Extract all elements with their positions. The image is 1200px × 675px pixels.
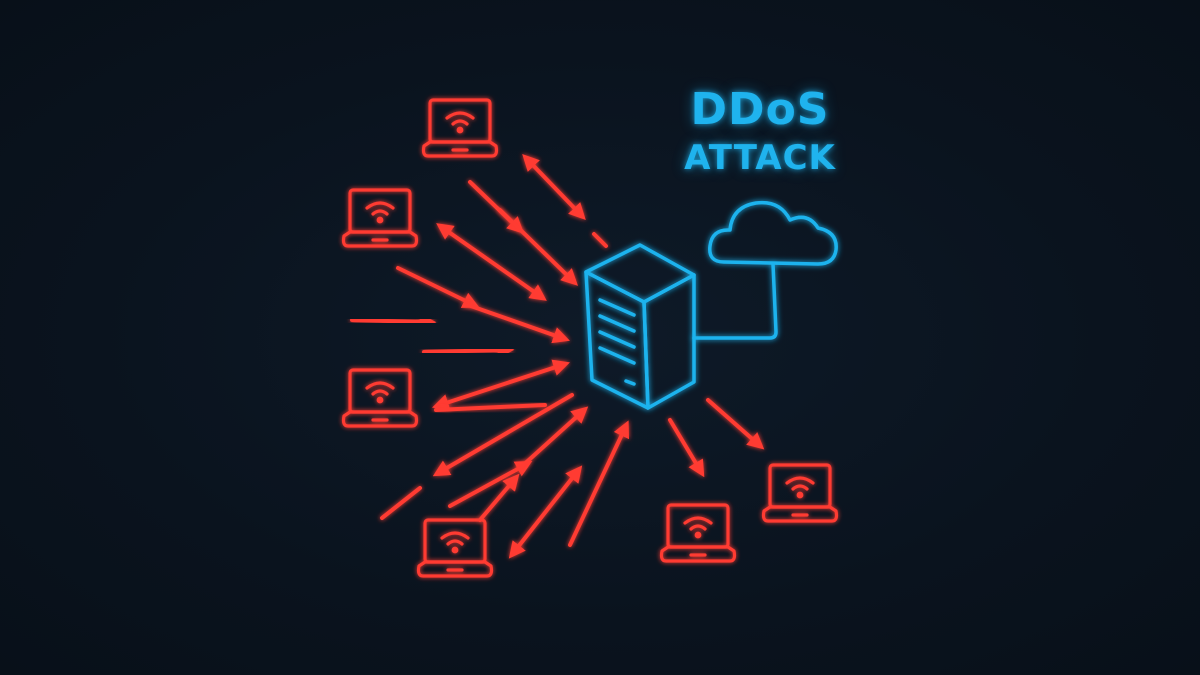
attack-arrow [466,303,570,344]
attack-arrow [396,266,480,308]
cloud-server-link [692,262,778,340]
server-icon [584,243,696,410]
attack-arrow [422,341,515,359]
laptop-wifi-icon [341,368,419,428]
attack-arrow [508,465,583,559]
laptop-wifi-icon [659,503,737,563]
attack-arrow [432,393,574,477]
attack-arrow [668,418,705,478]
attack-arrow [436,223,547,301]
attack-arrow [350,313,437,331]
attack-arrow [522,153,586,221]
attack-arrow [380,486,422,520]
title-attack: ATTACK [684,138,836,178]
laptop-wifi-icon [761,463,839,523]
attack-arrow [706,398,765,450]
attack-arrows-group [350,153,765,559]
attack-arrow [592,232,608,248]
attack-arrow [448,460,533,508]
attack-arrow [432,359,570,411]
laptop-wifi-icon [421,98,499,158]
laptop-wifi-icon [416,518,494,578]
cloud-icon [708,200,838,266]
attack-arrow [498,208,579,286]
attack-arrow [568,420,630,547]
attack-arrow [478,473,520,522]
laptops-group [341,98,839,578]
laptop-wifi-icon [341,188,419,248]
title-ddos: DDoS [690,84,830,135]
attack-arrow [434,403,547,412]
attack-arrow [518,406,589,470]
